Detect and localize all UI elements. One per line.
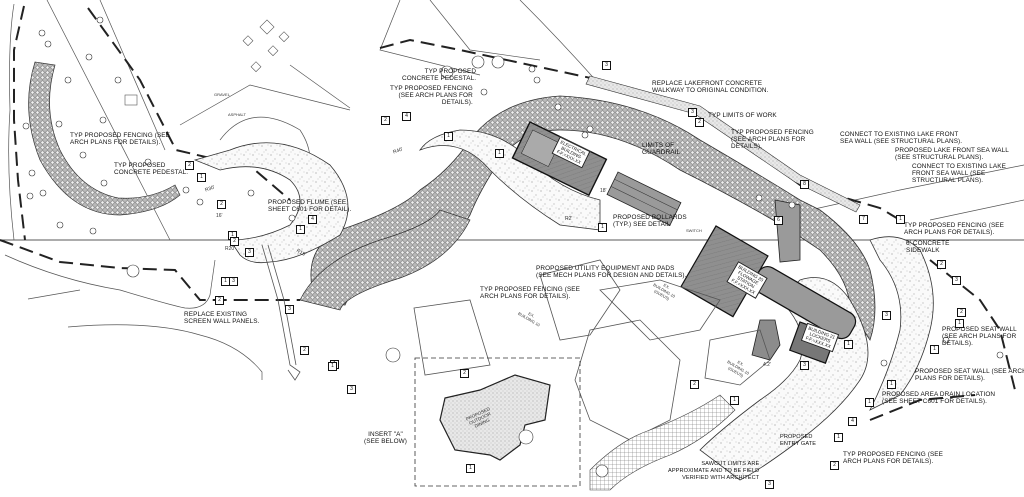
parking-markers bbox=[124, 19, 290, 106]
tree-symbols bbox=[22, 16, 1004, 367]
keynote-tag: 3 bbox=[765, 480, 774, 489]
electrical-building bbox=[511, 121, 608, 197]
paver-walkway-lower bbox=[299, 209, 471, 311]
shrub-symbols bbox=[385, 55, 609, 478]
label-seat-wall-1: PROPOSED SEAT WALL (SEE ARCH PLANS FOR D… bbox=[942, 326, 1017, 347]
keynote-tag: 2 bbox=[830, 461, 839, 470]
flume bbox=[261, 244, 301, 381]
outdoor-dining-patio bbox=[439, 374, 551, 461]
paver-walkway-main bbox=[310, 95, 876, 341]
dim-d42: 4.2' bbox=[763, 362, 771, 368]
label-fence-left: TYP PROPOSED FENCING (SEE ARCH PLANS FOR… bbox=[70, 132, 171, 146]
keynote-tag: 4 bbox=[308, 215, 317, 224]
label-pedestal-top: TYP PROPOSED CONCRETE PEDESTAL. bbox=[402, 68, 477, 82]
label-connect-sea-wall-2: CONNECT TO EXISTING LAKE FRONT SEA WALL … bbox=[912, 163, 1007, 184]
label-utility: PROPOSED UTILITY EQUIPMENT AND PADS (SEE… bbox=[536, 265, 687, 279]
label-screen-wall: REPLACE EXISTING SCREEN WALL PANELS. bbox=[184, 311, 260, 325]
label-fence-right-top: TYP PROPOSED FENCING (SEE ARCH PLANS FOR… bbox=[731, 129, 814, 150]
keynote-tag: 1 bbox=[730, 396, 739, 405]
label-lakefront-walkway: REPLACE LAKEFRONT CONCRETE WALKWAY TO OR… bbox=[652, 80, 769, 94]
keynote-tag: 2 bbox=[690, 380, 699, 389]
keynote-tag: 1 bbox=[955, 319, 964, 328]
keynote-tag: 2 bbox=[215, 296, 224, 305]
keynote-tag: 4 bbox=[848, 417, 857, 426]
keynote-tag: 2 bbox=[460, 369, 469, 378]
keynote-tag: 2 bbox=[230, 237, 239, 246]
keynote-tag: 1 bbox=[887, 380, 896, 389]
lakefront-walkway bbox=[585, 75, 861, 213]
label-pedestal-left: TYP PROPOSED CONCRETE PEDESTAL. bbox=[114, 162, 189, 176]
keynote-tag: 1 bbox=[197, 173, 206, 182]
grid-paving bbox=[589, 394, 736, 491]
keynote-tag: 7 bbox=[859, 215, 868, 224]
keynote-tag: 1 bbox=[896, 215, 905, 224]
keynote-tag: 1 bbox=[598, 223, 607, 232]
canopy-structure bbox=[606, 171, 682, 226]
keynote-tag: 3 bbox=[952, 276, 961, 285]
label-limits-guardrail: LIMITS OF GUARDRAIL bbox=[642, 142, 681, 156]
keynote-tag: 1 bbox=[495, 149, 504, 158]
keynote-tag: 1 bbox=[466, 464, 475, 473]
label-connect-sea-wall-1: CONNECT TO EXISTING LAKE FRONT SEA WALL … bbox=[840, 131, 963, 145]
tag-switch: SWITCH bbox=[686, 228, 702, 233]
connector-dock bbox=[774, 199, 801, 263]
label-limits-of-work: TYP LIMITS OF WORK bbox=[708, 112, 777, 119]
keynote-tag: 3 bbox=[245, 248, 254, 257]
keynote-tag: 3 bbox=[602, 61, 611, 70]
keynote-tag: 3 bbox=[285, 305, 294, 314]
dim-d18: 18' bbox=[600, 188, 607, 194]
keynote-tag: 3 bbox=[688, 108, 697, 117]
existing-contours bbox=[4, 0, 1024, 380]
keynote-tag: 8 bbox=[800, 180, 809, 189]
label-insert-a: INSERT "A" (SEE BELOW) bbox=[364, 431, 408, 445]
keynote-tag: 3 bbox=[800, 361, 809, 370]
keynote-tag: 2 bbox=[381, 116, 390, 125]
keynote-tag: 6 bbox=[774, 216, 783, 225]
building-10-annex bbox=[751, 319, 781, 361]
insert-a-boundary bbox=[414, 357, 581, 487]
tag-gravel: GRAVEL bbox=[214, 92, 230, 97]
keynote-tag: 1 bbox=[865, 398, 874, 407]
keynote-tag: 2 bbox=[957, 308, 966, 317]
label-entry-gate: PROPOSED ENTRY GATE bbox=[780, 434, 817, 447]
label-sawcut: SAWCUT LIMITS ARE APPROXIMATE AND TO BE … bbox=[668, 461, 760, 481]
label-area-drain: PROPOSED AREA DRAIN LOCATION (SEE SHEET … bbox=[882, 391, 996, 405]
label-seat-wall-2: PROPOSED SEAT WALL (SEE ARCH PLANS FOR D… bbox=[915, 368, 1024, 382]
keynote-tag: 3 bbox=[347, 385, 356, 394]
concrete-path-center bbox=[418, 129, 601, 231]
label-fence-top: TYP PROPOSED FENCING (SEE ARCH PLANS FOR… bbox=[390, 85, 473, 106]
keynote-tag: 3 bbox=[882, 311, 891, 320]
paver-arc-left bbox=[28, 61, 181, 216]
keynote-tag: 1 bbox=[834, 433, 843, 442]
dim-r20: R20' bbox=[225, 246, 236, 252]
dim-r2: R2' bbox=[565, 216, 573, 222]
concrete-path-left bbox=[193, 142, 349, 264]
tag-asphalt: ASPHALT bbox=[228, 112, 246, 117]
keynote-tag: 2 bbox=[185, 161, 194, 170]
dim-d16: 16' bbox=[216, 213, 223, 219]
concrete-plaza-far-right bbox=[869, 236, 934, 411]
keynote-tag: 3 bbox=[229, 277, 238, 286]
keynote-tag: 1 bbox=[844, 340, 853, 349]
keynote-tag: 4 bbox=[402, 112, 411, 121]
label-flume: PROPOSED FLUME (SEE SHEET C601 FOR DETAI… bbox=[268, 199, 352, 213]
keynote-tag: 2 bbox=[695, 118, 704, 127]
keynote-tag: 1 bbox=[930, 345, 939, 354]
keynote-tag: 1 bbox=[296, 225, 305, 234]
label-sidewalk: 6' CONCRETE SIDEWALK bbox=[906, 240, 950, 254]
label-fence-center: TYP PROPOSED FENCING (SEE ARCH PLANS FOR… bbox=[480, 286, 581, 300]
label-proposed-sea-wall: PROPOSED LAKE FRONT SEA WALL (SEE STRUCT… bbox=[895, 147, 1009, 161]
label-bollards: PROPOSED BOLLARDS (TYP.) SEE DETAIL bbox=[613, 214, 687, 228]
label-fence-right-mid: TYP PROPOSED FENCING (SEE ARCH PLANS FOR… bbox=[904, 222, 1005, 236]
keynote-tag: 2 bbox=[300, 346, 309, 355]
keynote-tag: 1 bbox=[328, 362, 337, 371]
keynote-tag: 2 bbox=[937, 260, 946, 269]
label-fence-bottom: TYP PROPOSED FENCING (SEE ARCH PLANS FOR… bbox=[843, 451, 944, 465]
keynote-tag: 1 bbox=[221, 277, 230, 286]
keynote-tag: 2 bbox=[217, 200, 226, 209]
keynote-tag: 1 bbox=[444, 132, 453, 141]
